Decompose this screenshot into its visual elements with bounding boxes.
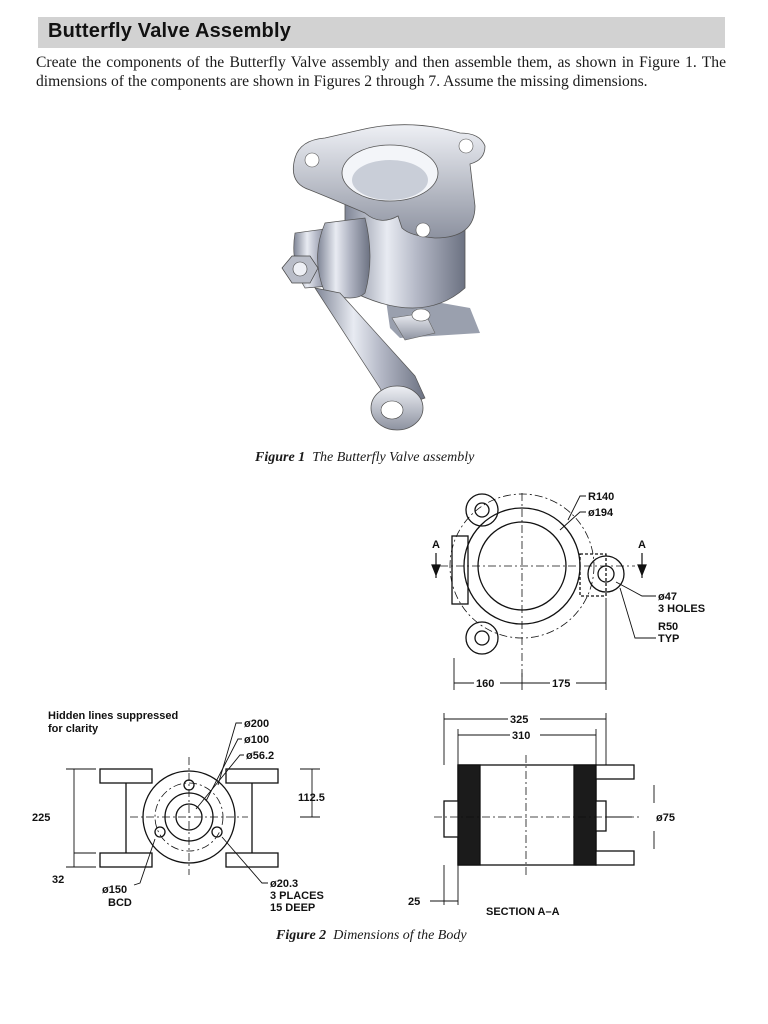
intro-paragraph: Create the components of the Butterfly V…: [36, 54, 726, 90]
body-section-view: 325 310 ø75 25 SECTION A–A: [408, 713, 675, 918]
dim-d200: ø200: [244, 718, 269, 730]
figure1-caption: Figure 1 The Butterfly Valve assembly: [255, 450, 474, 466]
dim-160: 160: [476, 678, 494, 690]
title-bar: Butterfly Valve Assembly: [38, 17, 725, 48]
dim-112: 112.5: [298, 792, 325, 804]
section-marker-left: A: [432, 539, 440, 551]
dim-deep: 15 DEEP: [270, 902, 315, 914]
dim-d20: ø20.3: [270, 878, 298, 890]
body-top-view: A A R140 ø194 ø47 3 HOLES R50 TYP 160 17…: [431, 491, 705, 690]
figure2-label: Figure 2: [276, 928, 327, 943]
dim-places: 3 PLACES: [270, 890, 324, 902]
dim-d100: ø100: [244, 734, 269, 746]
dim-d56: ø56.2: [246, 750, 274, 762]
dim-r50: R50: [658, 621, 678, 633]
dim-310: 310: [512, 730, 530, 742]
figure1-label: Figure 1: [255, 450, 306, 465]
section-label: SECTION A–A: [486, 906, 560, 918]
valve-assembly-render: [281, 124, 486, 431]
dim-32: 32: [52, 874, 64, 886]
figure2-text: Dimensions of the Body: [333, 928, 467, 943]
dim-holes: 3 HOLES: [658, 603, 705, 615]
dim-325: 325: [510, 714, 528, 726]
dim-25: 25: [408, 896, 420, 908]
figure2-caption: Figure 2 Dimensions of the Body: [276, 928, 467, 944]
note-line1: Hidden lines suppressed: [48, 710, 178, 722]
dim-225: 225: [32, 812, 50, 824]
section-marker-right: A: [638, 539, 646, 551]
body-front-view: Hidden lines suppressed for clarity ø200: [32, 710, 325, 914]
page-title: Butterfly Valve Assembly: [48, 20, 292, 42]
dim-d194: ø194: [588, 507, 614, 519]
figure1-text: The Butterfly Valve assembly: [312, 450, 475, 465]
dim-r140: R140: [588, 491, 614, 503]
dim-d47: ø47: [658, 591, 677, 603]
dim-d150: ø150: [102, 884, 127, 896]
dim-d75: ø75: [656, 812, 675, 824]
dim-bcd: BCD: [108, 897, 132, 909]
dim-175: 175: [552, 678, 570, 690]
note-line2: for clarity: [48, 723, 99, 735]
dim-typ: TYP: [658, 633, 679, 645]
